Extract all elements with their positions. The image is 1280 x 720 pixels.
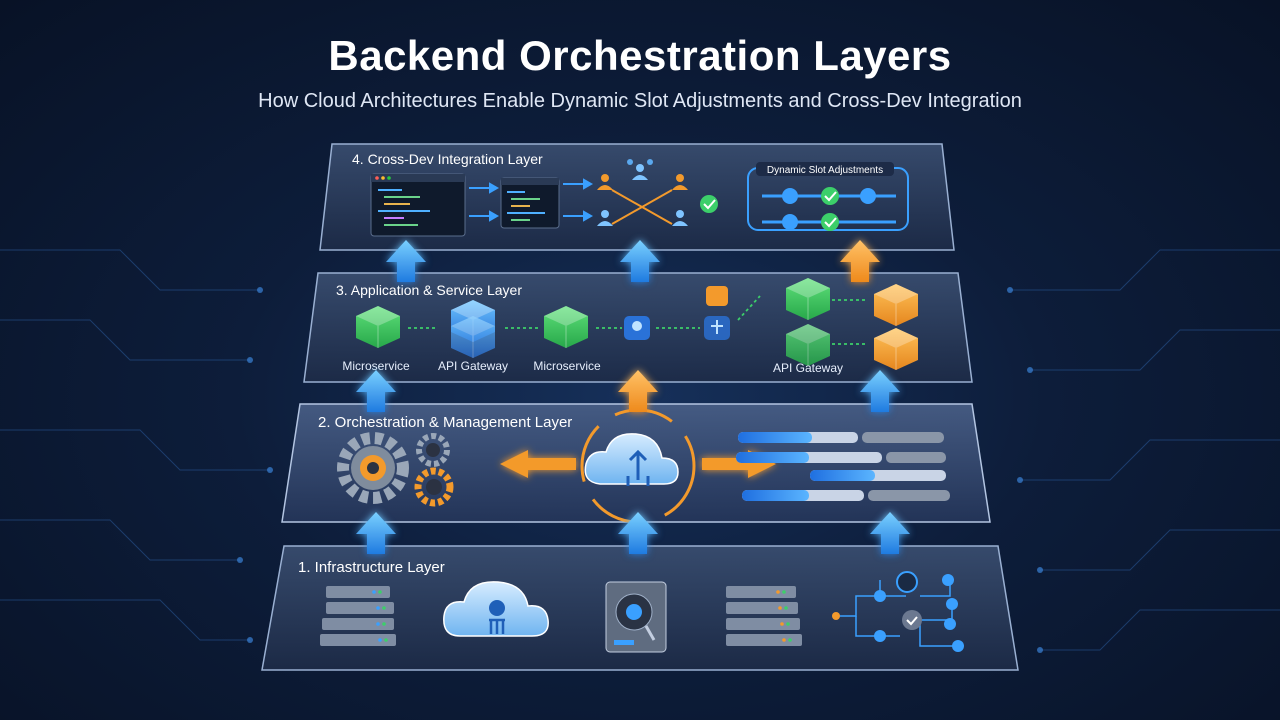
layer-4-title: 4. Cross-Dev Integration Layer <box>352 151 543 167</box>
layer-4-cross-dev-integration: 4. Cross-Dev Integration Layer <box>319 143 955 251</box>
progress-track-secondary <box>886 452 946 463</box>
progress-fill <box>742 490 809 501</box>
page-title: Backend Orchestration Layers <box>328 32 952 79</box>
progress-fill <box>810 470 875 481</box>
progress-track-secondary <box>868 490 950 501</box>
layer-3-title: 3. Application & Service Layer <box>336 282 522 298</box>
layer-1-infrastructure: 1. Infrastructure Layer <box>261 545 1019 671</box>
layer-2-orchestration-management: 2. Orchestration & Management Layer <box>281 403 991 524</box>
team-network-icon <box>597 159 688 226</box>
progress-fill <box>736 452 809 463</box>
cloud-icon <box>443 581 549 637</box>
code-editor-icon <box>370 173 466 237</box>
service-label: API Gateway <box>438 359 508 373</box>
page-subtitle: How Cloud Architectures Enable Dynamic S… <box>258 90 1022 112</box>
service-label: Microservice <box>533 359 601 373</box>
status-progress-bars <box>736 432 950 501</box>
dynamic-slot-adjustments: Dynamic Slot Adjustments <box>747 162 909 231</box>
progress-fill <box>738 432 812 443</box>
server-rack-icon <box>320 586 396 646</box>
flow-arrows <box>469 178 594 222</box>
hard-drive-icon <box>605 581 667 653</box>
layer-1-title: 1. Infrastructure Layer <box>298 559 445 576</box>
gear-icon <box>337 432 454 507</box>
cube-icon <box>450 299 496 359</box>
flow-dashed-arrows <box>408 295 866 345</box>
progress-track-secondary <box>862 432 944 443</box>
layer-3-application-service: 3. Application & Service Layer <box>303 272 973 383</box>
server-rack-icon <box>726 586 802 646</box>
service-label: API Gateway <box>773 361 843 375</box>
cloud-orchestrator-icon <box>580 408 696 524</box>
slot-adjustments-label: Dynamic Slot Adjustments <box>767 165 883 176</box>
slot-node-icon <box>782 188 876 230</box>
code-editor-icon <box>500 177 560 229</box>
layer-2-title: 2. Orchestration & Management Layer <box>318 414 572 431</box>
checkmark-icon <box>821 187 839 231</box>
checkmark-icon <box>700 195 718 213</box>
gateway-small-icon <box>624 286 730 340</box>
service-label: Microservice <box>342 359 410 373</box>
network-topology-icon <box>832 571 964 652</box>
